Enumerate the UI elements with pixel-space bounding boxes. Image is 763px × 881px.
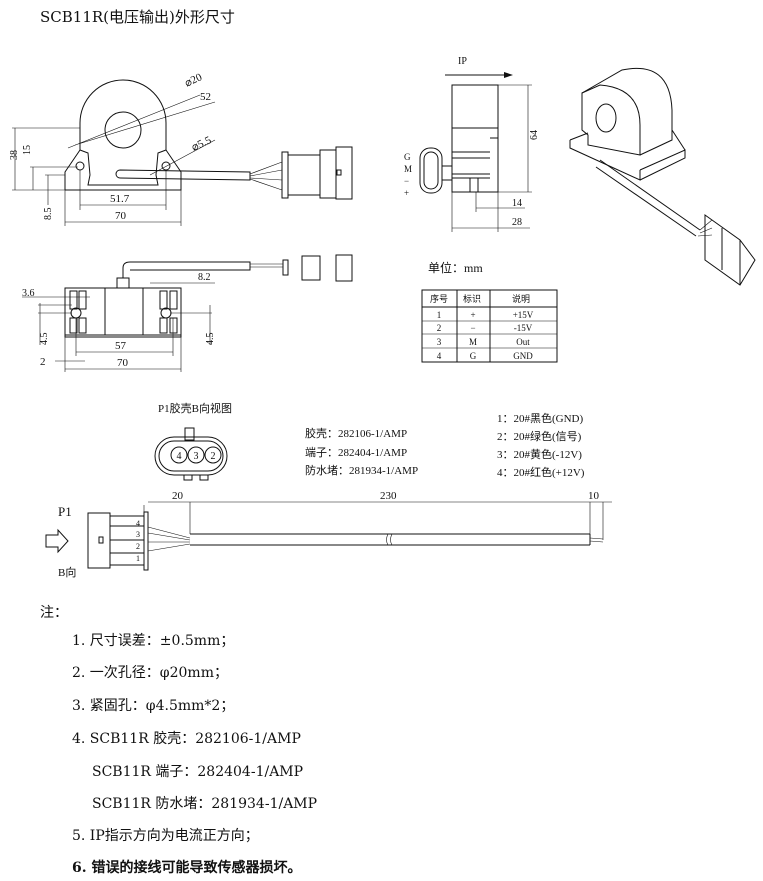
part-terminal: 端子：282404-1/AMP [305, 446, 407, 459]
part-seal: 防水堵：281934-1/AMP [305, 463, 418, 477]
pin-label-m: M [404, 164, 412, 174]
table-cell: 4 [437, 351, 442, 361]
note-2: 2. 一次孔径：φ20mm； [72, 665, 228, 681]
dim-width-51-7: 51.7 [110, 193, 130, 205]
technical-drawing: ⌀20 52 ⌀5.5 38 15 8.5 51.7 70 3.6 8.2 4.… [9, 56, 756, 579]
dim-height-38: 38 [9, 150, 20, 160]
table-cell: M [469, 337, 477, 347]
note-3: 3. 紧固孔：φ4.5mm*2； [72, 698, 235, 714]
table-cell: Out [516, 337, 530, 347]
b-direction-label: B向 [58, 565, 76, 579]
table-header-desc: 说明 [512, 293, 530, 304]
dim-height-8-5: 8.5 [43, 208, 54, 221]
wire-4: 4：20#红色(+12V) [497, 465, 585, 479]
dim-230: 230 [380, 490, 397, 502]
notes-heading: 注： [40, 605, 68, 621]
dim-width-70: 70 [115, 210, 127, 222]
wire-2: 2：20#绿色(信号) [497, 429, 582, 443]
wire-number: 3 [136, 530, 140, 539]
dim-20: 20 [172, 490, 184, 502]
drawing-title: SCB11R(电压输出)外形尺寸 [40, 8, 235, 26]
dim-14: 14 [512, 198, 522, 209]
table-cell: -15V [514, 323, 533, 333]
side-view: IP G M − + 64 14 28 [404, 56, 540, 232]
dim-10: 10 [588, 490, 600, 502]
table-cell: 2 [437, 323, 442, 333]
note-4: 4. SCB11R 胶壳：282106-1/AMP [72, 731, 301, 747]
unit-label: 单位：mm [428, 260, 483, 275]
note-6: 6. 错误的接线可能导致传感器损坏。 [72, 860, 302, 876]
dim-3-6: 3.6 [22, 288, 35, 299]
note-4b: SCB11R 端子：282404-1/AMP [92, 764, 304, 780]
table-header-index: 序号 [430, 293, 448, 304]
wire-1: 1：20#黑色(GND) [497, 411, 583, 425]
table-cell: 1 [437, 310, 442, 320]
dim-4-5-right: 4.5 [205, 333, 216, 346]
table-cell: 3 [437, 337, 442, 347]
pin-label-minus: − [404, 176, 409, 186]
table-cell: G [470, 351, 477, 361]
dim-height-15: 15 [22, 145, 33, 155]
note-4c: SCB11R 防水堵：281934-1/AMP [92, 796, 318, 812]
wire-number: 1 [136, 554, 140, 563]
dim-8-2: 8.2 [198, 272, 211, 283]
connector-b-view: P1胶壳B向视图 4 3 2 [154, 401, 232, 481]
table-cell: + [470, 310, 475, 320]
part-housing: 胶壳：282106-1/AMP [305, 426, 407, 440]
dim-hole-diameter: ⌀20 [183, 71, 204, 90]
dim-4-5-left: 4.5 [39, 333, 50, 346]
connector-pin: 2 [211, 451, 216, 462]
note-5: 5. IP指示方向为电流正方向； [72, 828, 259, 844]
table-cell: − [470, 323, 475, 333]
dim-width-70-bottom: 70 [117, 357, 129, 369]
isometric-view [569, 67, 756, 286]
wire-3: 3：20#黄色(-12V) [497, 447, 582, 461]
table-cell: GND [513, 351, 533, 361]
wire-number: 4 [136, 519, 140, 528]
direction-arrow-icon [45, 528, 69, 554]
table-header-mark: 标识 [463, 293, 481, 304]
dim-mount-diameter: ⌀5.5 [190, 134, 214, 154]
bottom-view: 3.6 8.2 4.5 4.5 57 2 70 [22, 254, 353, 372]
connector-pin: 3 [194, 451, 199, 462]
pin-label-g: G [404, 152, 411, 162]
table-cell: +15V [513, 310, 534, 320]
dim-28: 28 [512, 217, 522, 228]
connector-pin: 4 [177, 451, 182, 462]
pin-table: 序号 标识 说明 1 + +15V 2 − -15V 3 M Out 4 G G… [421, 289, 558, 363]
harness-view: P1 B向 4 3 2 1 20 230 10 [45, 490, 612, 579]
ip-label: IP [458, 56, 467, 67]
dim-outer-diameter: 52 [200, 91, 211, 103]
p1-label: P1 [58, 504, 72, 519]
dim-width-2: 2 [40, 356, 46, 368]
connector-view-title: P1胶壳B向视图 [158, 401, 232, 415]
note-1: 1. 尺寸误差：±0.5mm； [72, 633, 235, 649]
pin-label-plus: + [404, 188, 409, 198]
wire-number: 2 [136, 542, 140, 551]
dim-width-57: 57 [115, 340, 127, 352]
front-view: ⌀20 52 ⌀5.5 38 15 8.5 51.7 70 [9, 71, 353, 226]
dim-height-64: 64 [529, 130, 540, 140]
